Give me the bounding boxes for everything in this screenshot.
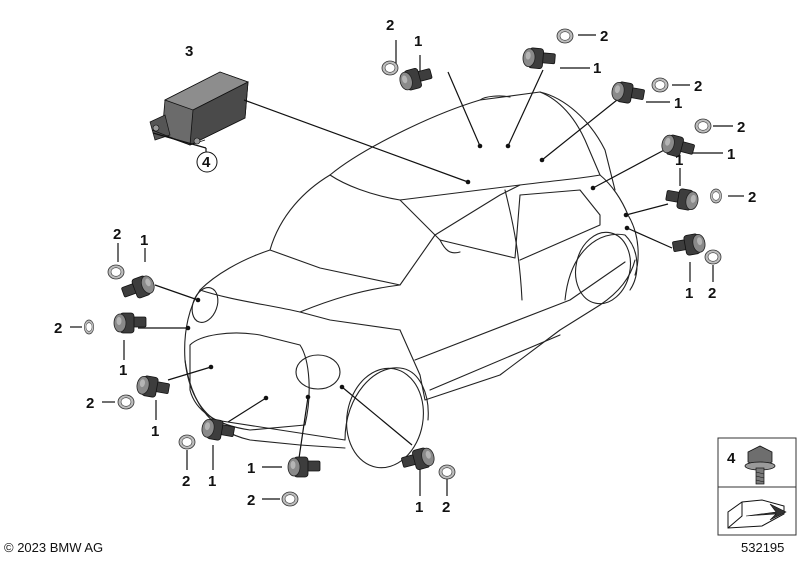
callout-ring: 2 xyxy=(600,28,608,45)
callout-ring: 2 xyxy=(54,320,62,337)
callout-sensor: 1 xyxy=(208,473,216,490)
callout-sensor: 1 xyxy=(247,460,255,477)
callout-ring: 2 xyxy=(182,473,190,490)
callout-sensor: 1 xyxy=(685,285,693,302)
callout-ring: 2 xyxy=(386,17,394,34)
copyright-text: © 2023 BMW AG xyxy=(4,540,104,555)
callout-ring: 2 xyxy=(708,285,716,302)
mounting-points xyxy=(185,143,630,401)
callout-sensor: 1 xyxy=(119,362,127,379)
callout-ring: 2 xyxy=(442,499,450,516)
callout-sensor: 1 xyxy=(675,152,683,169)
callout-sensor: 1 xyxy=(593,60,601,77)
callout-sensor: 1 xyxy=(674,95,682,112)
callout-sensor: 1 xyxy=(140,232,148,249)
callout-ring: 2 xyxy=(86,395,94,412)
car-outline xyxy=(184,91,639,469)
callout-ring: 2 xyxy=(748,189,756,206)
callout-sensor: 1 xyxy=(414,33,422,50)
callout-ring: 2 xyxy=(694,78,702,95)
callout-sensor: 1 xyxy=(727,146,735,163)
callout-labels: 3 4 2 1 2 1 2 1 2 1 1 2 1 2 2 1 2 1 2 1 … xyxy=(54,17,756,516)
callout-sensor: 1 xyxy=(415,499,423,516)
callout-control-unit: 3 xyxy=(185,43,193,60)
callout-screw: 4 xyxy=(202,154,211,171)
callout-sensor: 1 xyxy=(151,423,159,440)
screw-callout-circle xyxy=(196,151,218,173)
callout-ring: 2 xyxy=(113,226,121,243)
screw-inset: 4 xyxy=(717,437,797,536)
inset-label: 4 xyxy=(727,450,736,467)
control-unit xyxy=(149,71,250,146)
callout-ring: 2 xyxy=(737,119,745,136)
diagram-number: 532195 xyxy=(741,540,785,555)
callout-ring: 2 xyxy=(247,492,255,509)
leader-lines xyxy=(70,34,744,500)
